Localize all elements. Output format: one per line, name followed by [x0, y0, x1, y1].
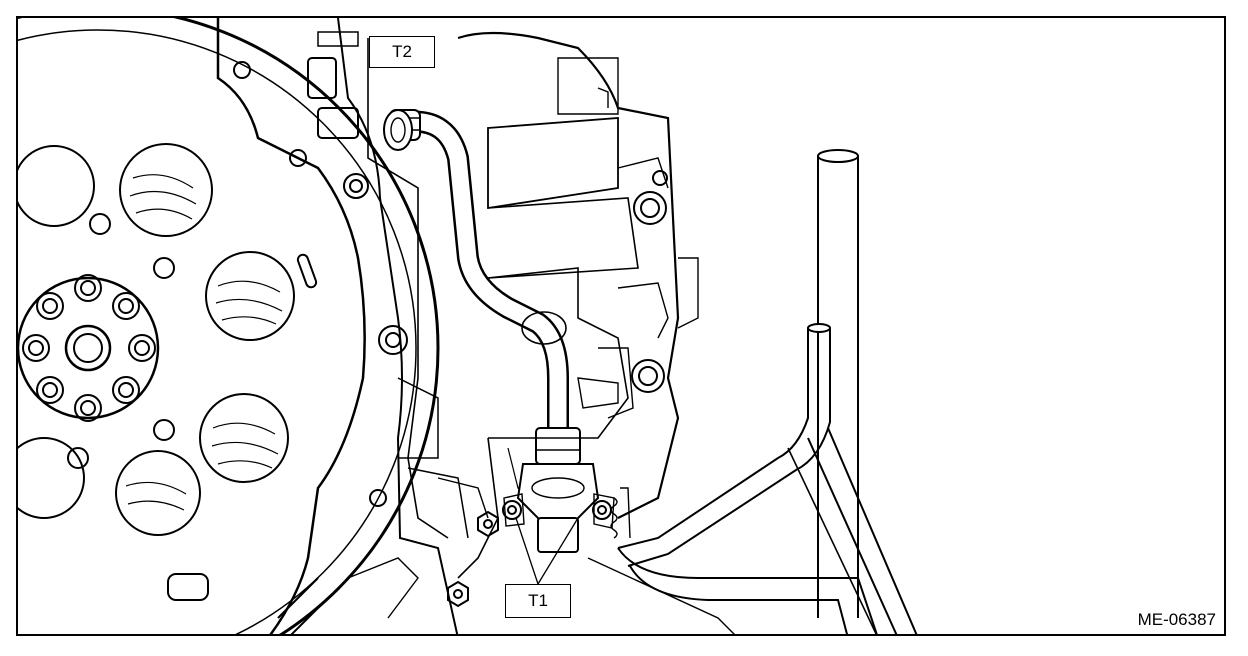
oil-fitting [502, 427, 631, 553]
hub-bolts [22, 274, 156, 422]
oil-pipe [383, 109, 569, 449]
flywheel-hole [199, 393, 289, 483]
engine-block [216, 18, 699, 634]
t1-leaders [515, 517, 579, 585]
callout-t1: T1 [505, 584, 571, 618]
engine-stand [587, 149, 918, 634]
flywheel-hole [119, 143, 213, 237]
engine-illustration [18, 18, 918, 634]
figure-id: ME-06387 [1137, 610, 1216, 629]
callout-t2: T2 [369, 36, 435, 68]
flywheel-hole [18, 145, 95, 227]
flywheel-hole [18, 437, 85, 519]
diagram-frame: T2 T1 ME-06387 [16, 16, 1226, 636]
flywheel-hole [115, 450, 201, 536]
flywheel-hole [205, 251, 295, 341]
flywheel [18, 18, 440, 634]
